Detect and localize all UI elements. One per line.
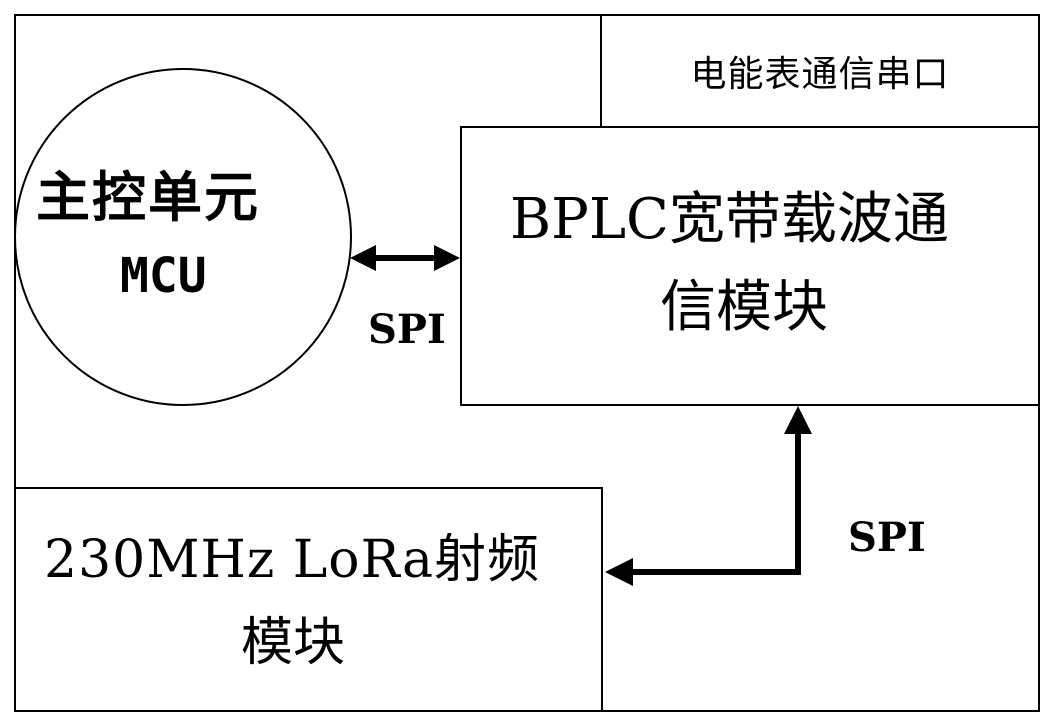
spi-link-bplc-lora xyxy=(605,406,812,586)
arrowhead-left-icon xyxy=(350,245,376,271)
mcu-name: MCU xyxy=(120,248,207,304)
arrowhead-left-icon xyxy=(605,558,633,586)
spi-label-mcu-bplc: SPI xyxy=(368,306,446,353)
mcu-circle xyxy=(14,68,352,406)
bplc-module-label-line1: BPLC宽带载波通 xyxy=(510,187,949,252)
bplc-module-label-line2: 信模块 xyxy=(660,275,828,340)
spi-link-bplc-lora-line xyxy=(630,432,801,575)
bplc-module-box: BPLC宽带载波通 信模块 xyxy=(460,126,1040,406)
mcu-title: 主控单元 xyxy=(36,166,260,229)
lora-module-label-line2: 模块 xyxy=(241,613,346,673)
meter-serial-port-label: 电能表通信串口 xyxy=(690,54,950,95)
lora-module-box: 230MHz LoRa射频 模块 xyxy=(14,487,603,712)
lora-module-label-line1: 230MHz LoRa射频 xyxy=(44,530,540,590)
arrowhead-up-icon xyxy=(784,406,812,434)
arrowhead-right-icon xyxy=(434,245,460,271)
spi-link-mcu-bplc xyxy=(350,245,460,271)
spi-label-bplc-lora: SPI xyxy=(848,514,926,561)
